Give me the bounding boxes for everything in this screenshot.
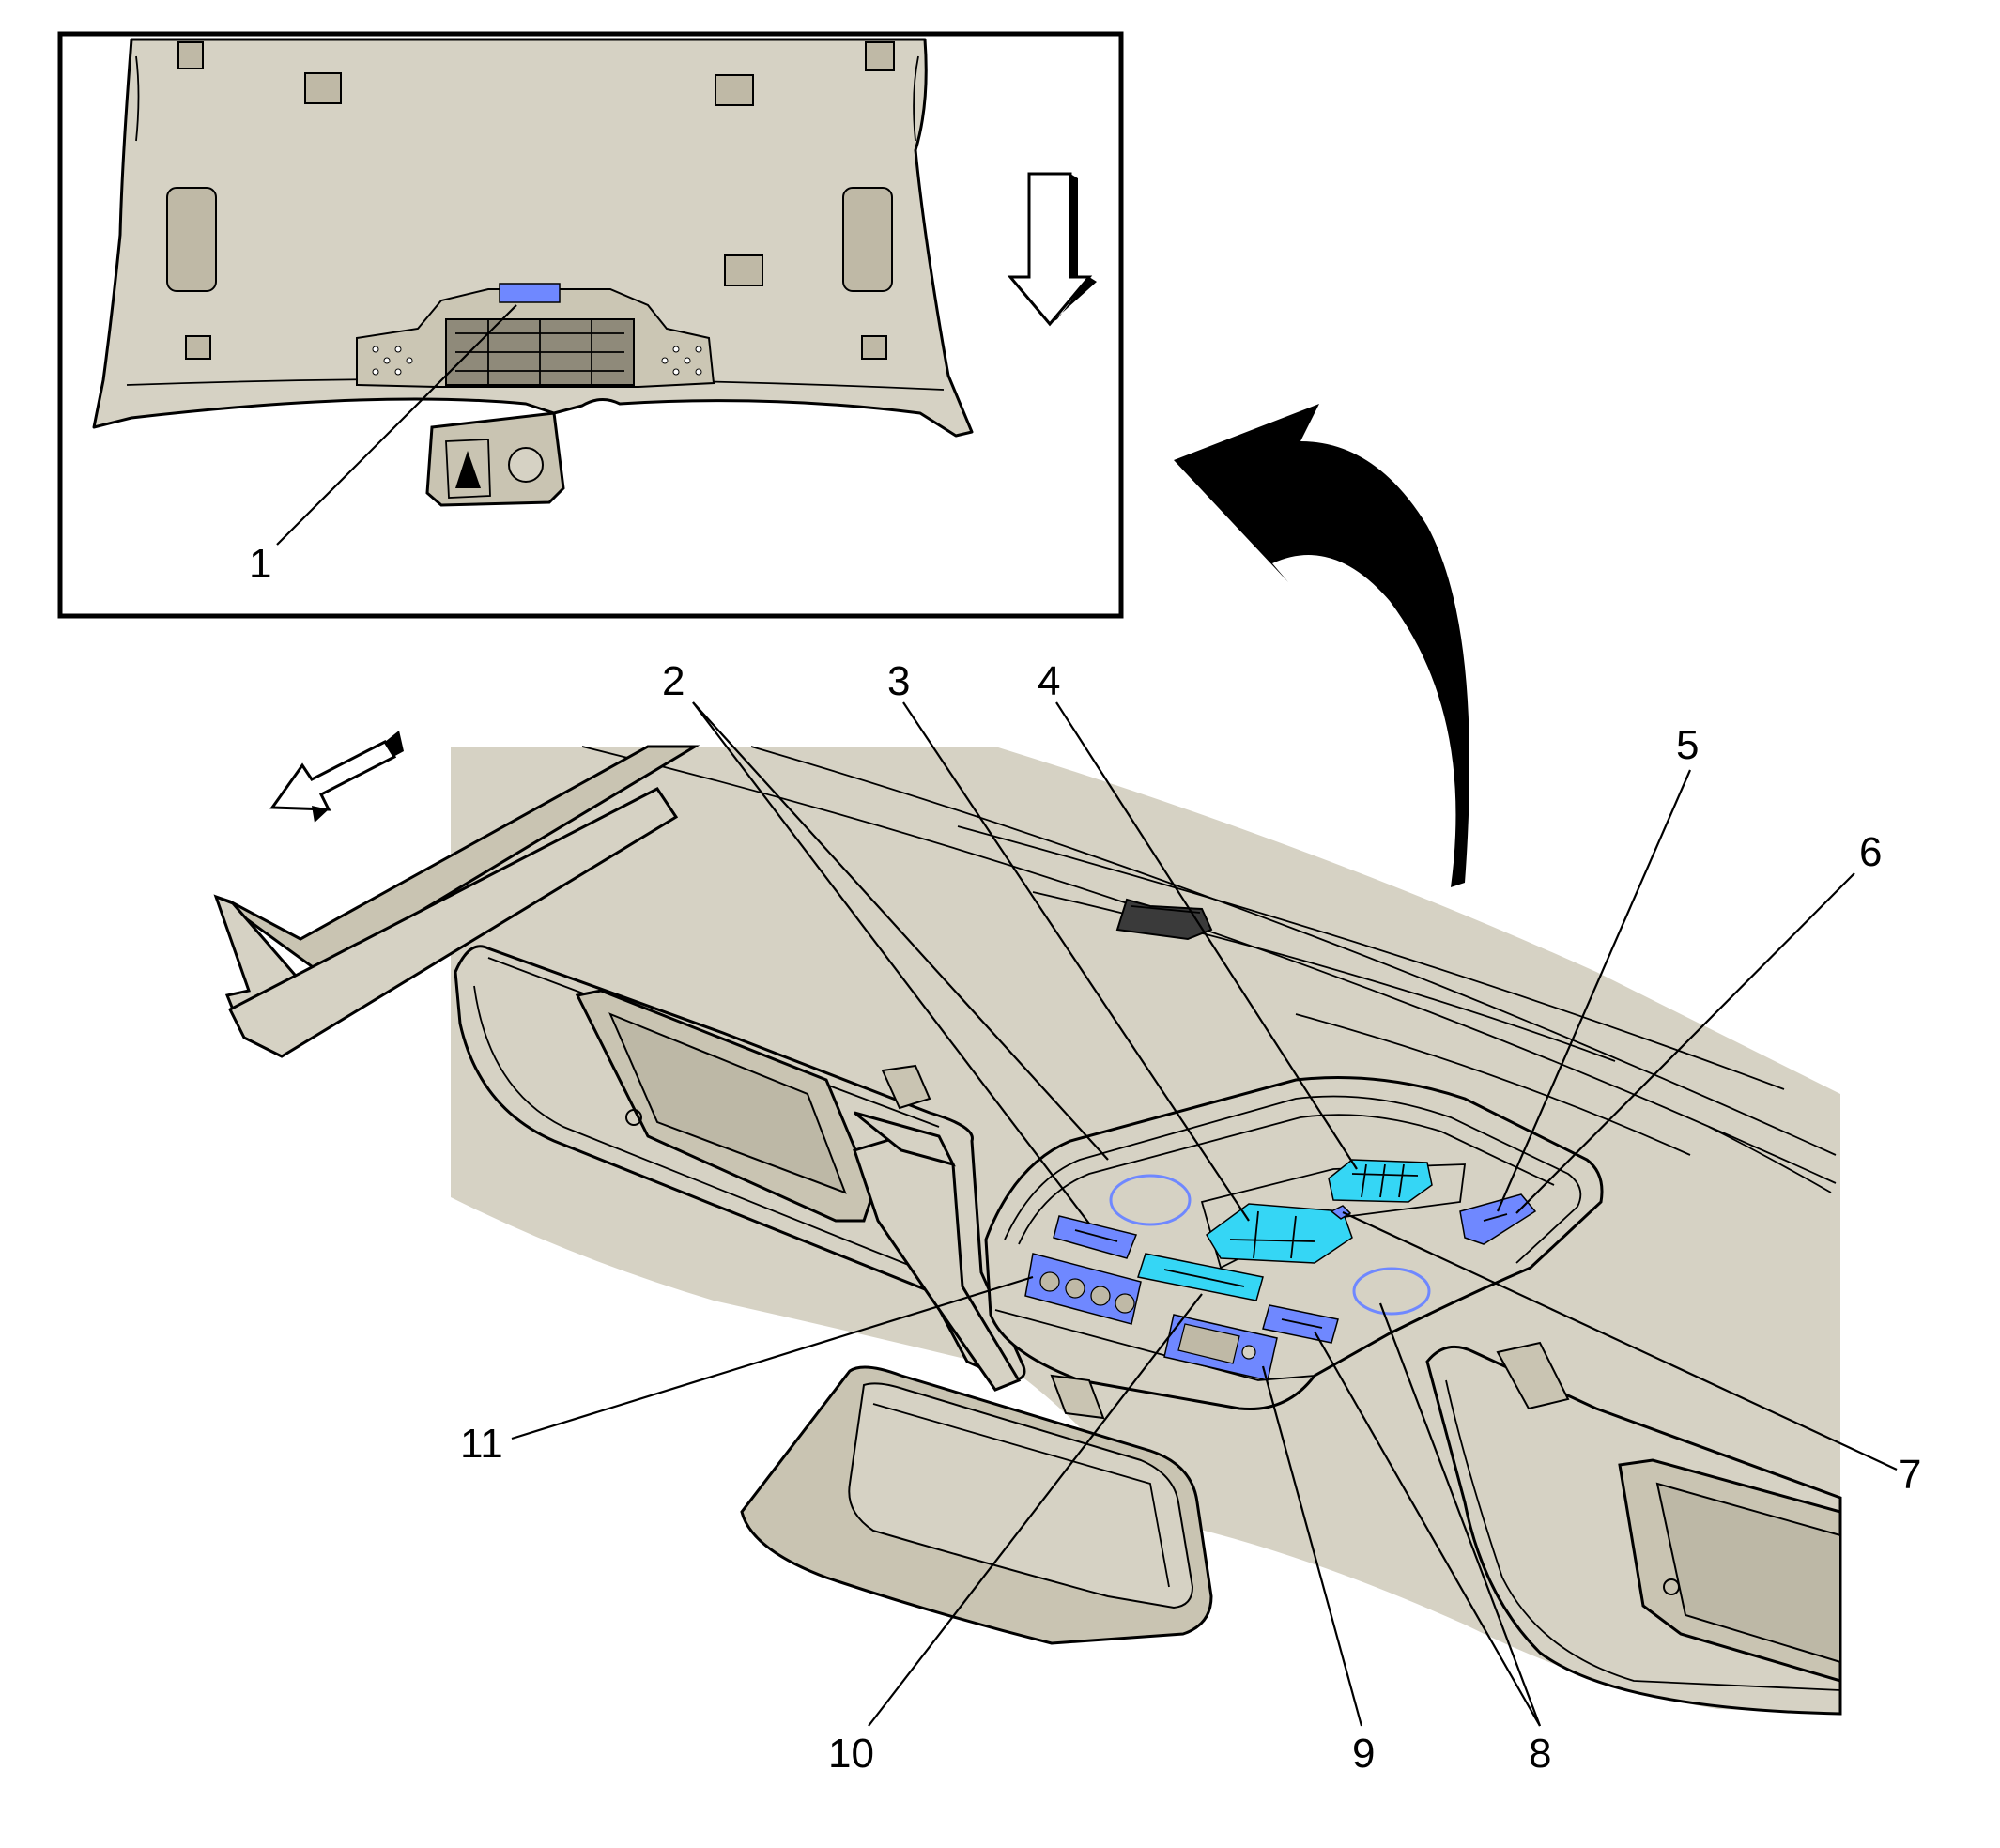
inset-handle-right xyxy=(842,187,893,292)
inset-clip-4 xyxy=(177,41,204,69)
left-vanity-mirror-glass xyxy=(608,1012,847,1194)
callout-8: 8 xyxy=(1529,1731,1551,1777)
inset-headliner xyxy=(92,38,974,438)
callout-11: 11 xyxy=(460,1421,503,1467)
callout-7: 7 xyxy=(1899,1452,1921,1498)
leader-lines xyxy=(511,701,1898,1727)
inset-clip-5 xyxy=(865,41,895,71)
left-visor-clip xyxy=(881,1064,931,1110)
callout-2: 2 xyxy=(662,658,685,704)
left-reading-lamp-lens xyxy=(1109,1174,1192,1226)
callout-9: 9 xyxy=(1352,1731,1375,1777)
inset-highlight-component-1 xyxy=(499,283,561,303)
dome-light xyxy=(1115,898,1213,941)
component-5-switch xyxy=(1459,1194,1537,1245)
component-3-module xyxy=(1206,1203,1353,1264)
inset-view xyxy=(57,31,1124,619)
forward-direction-arrow-icon xyxy=(269,731,404,823)
callout-10: 10 xyxy=(828,1731,874,1777)
right-visor-clip xyxy=(1496,1341,1570,1410)
component-4-module xyxy=(1328,1159,1433,1203)
rearview-mirror-stem xyxy=(1050,1374,1105,1420)
left-visor-tip xyxy=(854,1111,956,1167)
callout-3: 3 xyxy=(887,658,910,704)
right-reading-lamp-lens xyxy=(1352,1267,1431,1316)
rearview-mirror-face xyxy=(848,1382,1194,1609)
a-pillar-trim-bar xyxy=(227,787,679,1058)
inset-clip-2 xyxy=(715,74,754,106)
inset-clip-7 xyxy=(861,335,887,360)
inset-clip-1 xyxy=(304,72,342,104)
inset-clip-3 xyxy=(724,254,763,286)
callout-5: 5 xyxy=(1676,722,1699,768)
main-headliner-view xyxy=(213,701,1898,1727)
component-2-switch xyxy=(1053,1215,1138,1259)
curved-detail-arrow-icon xyxy=(1174,404,1469,887)
inset-clip-6 xyxy=(185,335,211,360)
callout-6: 6 xyxy=(1859,829,1882,875)
component-7-sensor xyxy=(1330,1205,1352,1220)
callout-4: 4 xyxy=(1038,658,1060,704)
inset-handle-left xyxy=(166,187,217,292)
callout-1: 1 xyxy=(249,541,271,587)
